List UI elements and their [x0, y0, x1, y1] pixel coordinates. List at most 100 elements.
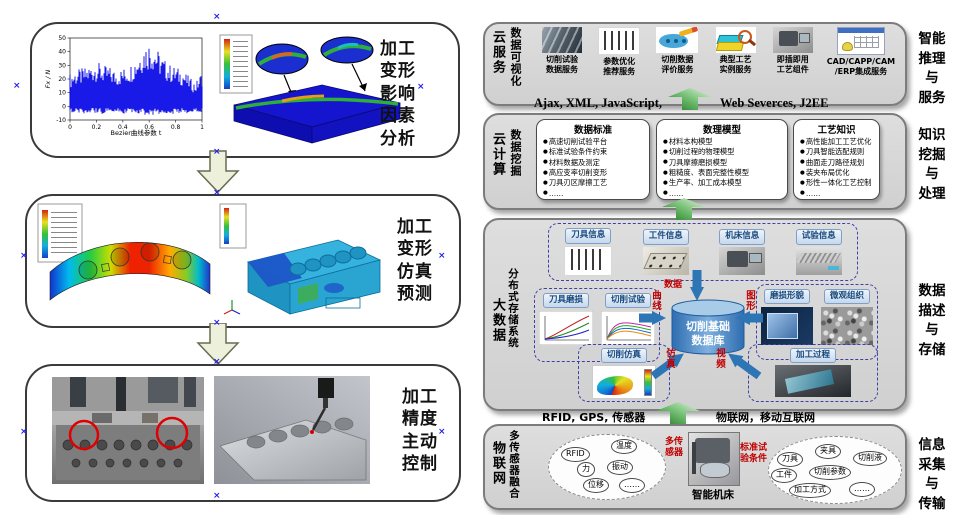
service-item: CAD/CAPP/CAM /ERP集成服务 — [822, 27, 900, 99]
selection-handle[interactable]: × — [20, 251, 28, 261]
condition-tag: 刀具 — [777, 452, 803, 467]
graphic-item: 磨损形貌 — [761, 289, 813, 346]
zoom-callout-ellipse-2 — [320, 36, 374, 92]
list-item: 曲面走刀路径规划 — [800, 158, 875, 168]
machining-photo-with-circles — [52, 377, 204, 484]
selection-handle[interactable]: × — [213, 188, 221, 198]
svg-text:0.8: 0.8 — [171, 124, 181, 131]
list-item: …… — [800, 189, 875, 199]
curve-item: 刀具磨损 — [539, 293, 593, 346]
iot-bar-right: 物联网，移动互联网 — [716, 411, 815, 424]
selection-handle[interactable]: × — [213, 147, 221, 157]
curve-data-box: 刀具磨损 切削试验 — [534, 288, 660, 362]
info-item: 试验信息 — [795, 229, 842, 275]
fem-chip-icon — [592, 365, 656, 400]
math-model-box: 数理模型 材料本构模型 切削过程的物理模型 刀具摩擦磨损模型 粗糙度、表面完整性… — [656, 119, 788, 200]
machine-photo-icon — [772, 27, 813, 53]
sensor-tag: RFID — [561, 447, 590, 462]
list-item: 材料数据及测定 — [543, 158, 645, 168]
arrow-label-simulation: 仿真 — [664, 348, 675, 369]
list-item: 高应变率切削变形 — [543, 168, 645, 178]
smart-machine-photo — [688, 432, 740, 486]
selection-handle[interactable]: × — [213, 357, 221, 367]
condition-tag: 夹具 — [815, 444, 841, 459]
up-arrow-l1 — [662, 88, 718, 110]
fem-colorbar-legend — [219, 34, 253, 94]
math-model-title: 数理模型 — [702, 125, 741, 136]
service-caption: 切削数据 评价服务 — [661, 55, 694, 74]
layer1-outer-label: 智能 推理 与 服务 — [918, 31, 946, 106]
selection-handle[interactable]: × — [213, 12, 221, 22]
svg-text:30: 30 — [58, 62, 66, 69]
condition-tag: 加工方式 — [789, 483, 831, 498]
list-item: 刀具刃区摩擦工艺 — [543, 178, 645, 188]
selection-handle[interactable]: × — [417, 82, 425, 92]
cutting-test-chart-icon — [601, 311, 655, 346]
arrow-label-data: 数据 — [664, 280, 683, 290]
svg-text:-10: -10 — [56, 117, 66, 124]
svg-text:0.4: 0.4 — [118, 124, 128, 131]
accuracy-control-label: 加工 精度 主动 控制 — [402, 387, 438, 475]
list-item: …… — [543, 189, 645, 199]
condition-tag: 切削参数 — [809, 465, 851, 480]
process-data-box: 加工过程 — [748, 344, 878, 402]
fem-engine-block — [246, 239, 381, 315]
microstructure-pill: 微观组织 — [823, 289, 870, 305]
selection-handle[interactable]: × — [438, 251, 446, 261]
microstructure-photo-icon — [821, 307, 873, 346]
data-standard-title: 数据标准 — [573, 125, 612, 136]
selection-handle[interactable]: × — [13, 81, 21, 91]
svg-text:20: 20 — [58, 76, 66, 83]
list-item: 装夹布局优化 — [800, 168, 875, 178]
wear-morphology-photo-icon — [761, 307, 813, 346]
list-item: 形性一体化工艺控制 — [800, 178, 875, 188]
touch-probe — [310, 378, 334, 434]
selection-handle[interactable]: × — [213, 318, 221, 328]
service-item: 即插即用 工艺组件 — [765, 27, 821, 99]
sensor-tag: 温度 — [611, 439, 637, 454]
info-item: 工件信息 — [642, 229, 689, 275]
info-sources-box: 刀具信息 工件信息 机床信息 试验信息 — [548, 223, 858, 281]
curve-item: 切削试验 — [601, 293, 655, 346]
books-magnifier-icon — [715, 27, 756, 53]
arrow-label-graphic: 图形 — [744, 290, 755, 311]
tool-info-pill: 刀具信息 — [565, 228, 612, 244]
selection-handle[interactable]: × — [20, 427, 28, 437]
workpiece-info-pill: 工件信息 — [642, 229, 689, 245]
sensor-tag: 位移 — [583, 478, 609, 493]
list-item: 高速切削试验平台 — [543, 137, 645, 147]
selection-handle[interactable]: × — [213, 491, 221, 501]
list-item: …… — [663, 189, 783, 199]
service-item: 典型工艺 实例服务 — [708, 27, 764, 99]
red-highlight-circle-1 — [68, 419, 100, 451]
arrow-label-video: 视频 — [714, 348, 725, 369]
fem-legend-beam — [37, 203, 83, 263]
cad-window-icon — [836, 27, 885, 55]
svg-text:50: 50 — [58, 35, 66, 42]
coordinate-axes-icon — [223, 300, 241, 315]
simulation-label: 加工 变形 仿真 预测 — [397, 217, 433, 305]
graphic-item: 微观组织 — [821, 289, 873, 346]
fem-simulation-figure — [37, 203, 381, 315]
up-arrow-l2 — [656, 198, 712, 220]
svg-text:0.2: 0.2 — [92, 124, 102, 131]
process-knowledge-list: 高性能加工工艺优化 刀具智能选配规则 曲面走刀路径规划 装夹布局优化 形性一体化… — [798, 137, 875, 199]
service-caption: 切削试验 数据服务 — [546, 55, 578, 74]
iot-bar-left: RFID, GPS, 传感器 — [542, 411, 646, 424]
condition-tag: …… — [849, 482, 875, 497]
fem-deformation-figure — [219, 34, 401, 144]
math-model-list: 材料本构模型 切削过程的物理模型 刀具摩擦磨损模型 粗糙度、表面完整性模型 生产… — [661, 137, 783, 199]
layer1-subname: 数据可视化 — [509, 27, 522, 87]
data-standard-box: 数据标准 高速切削试验平台 标准试验条件约束 材料数据及测定 高应变率切削变形 … — [536, 119, 650, 200]
selection-handle[interactable]: × — [438, 427, 446, 437]
evaluation-clipart-icon — [656, 27, 699, 53]
list-item: 切削过程的物理模型 — [663, 147, 783, 157]
zoom-callout-ellipse-1 — [255, 43, 309, 98]
svg-text:Fx / N: Fx / N — [44, 69, 52, 88]
condition-tag: 工件 — [771, 468, 797, 483]
middleware-text-right: Web Severces, J2EE — [720, 96, 829, 110]
fem-legend-engine — [219, 203, 247, 249]
sensor-tag: …… — [619, 478, 645, 493]
list-item: 标准试验条件约束 — [543, 147, 645, 157]
